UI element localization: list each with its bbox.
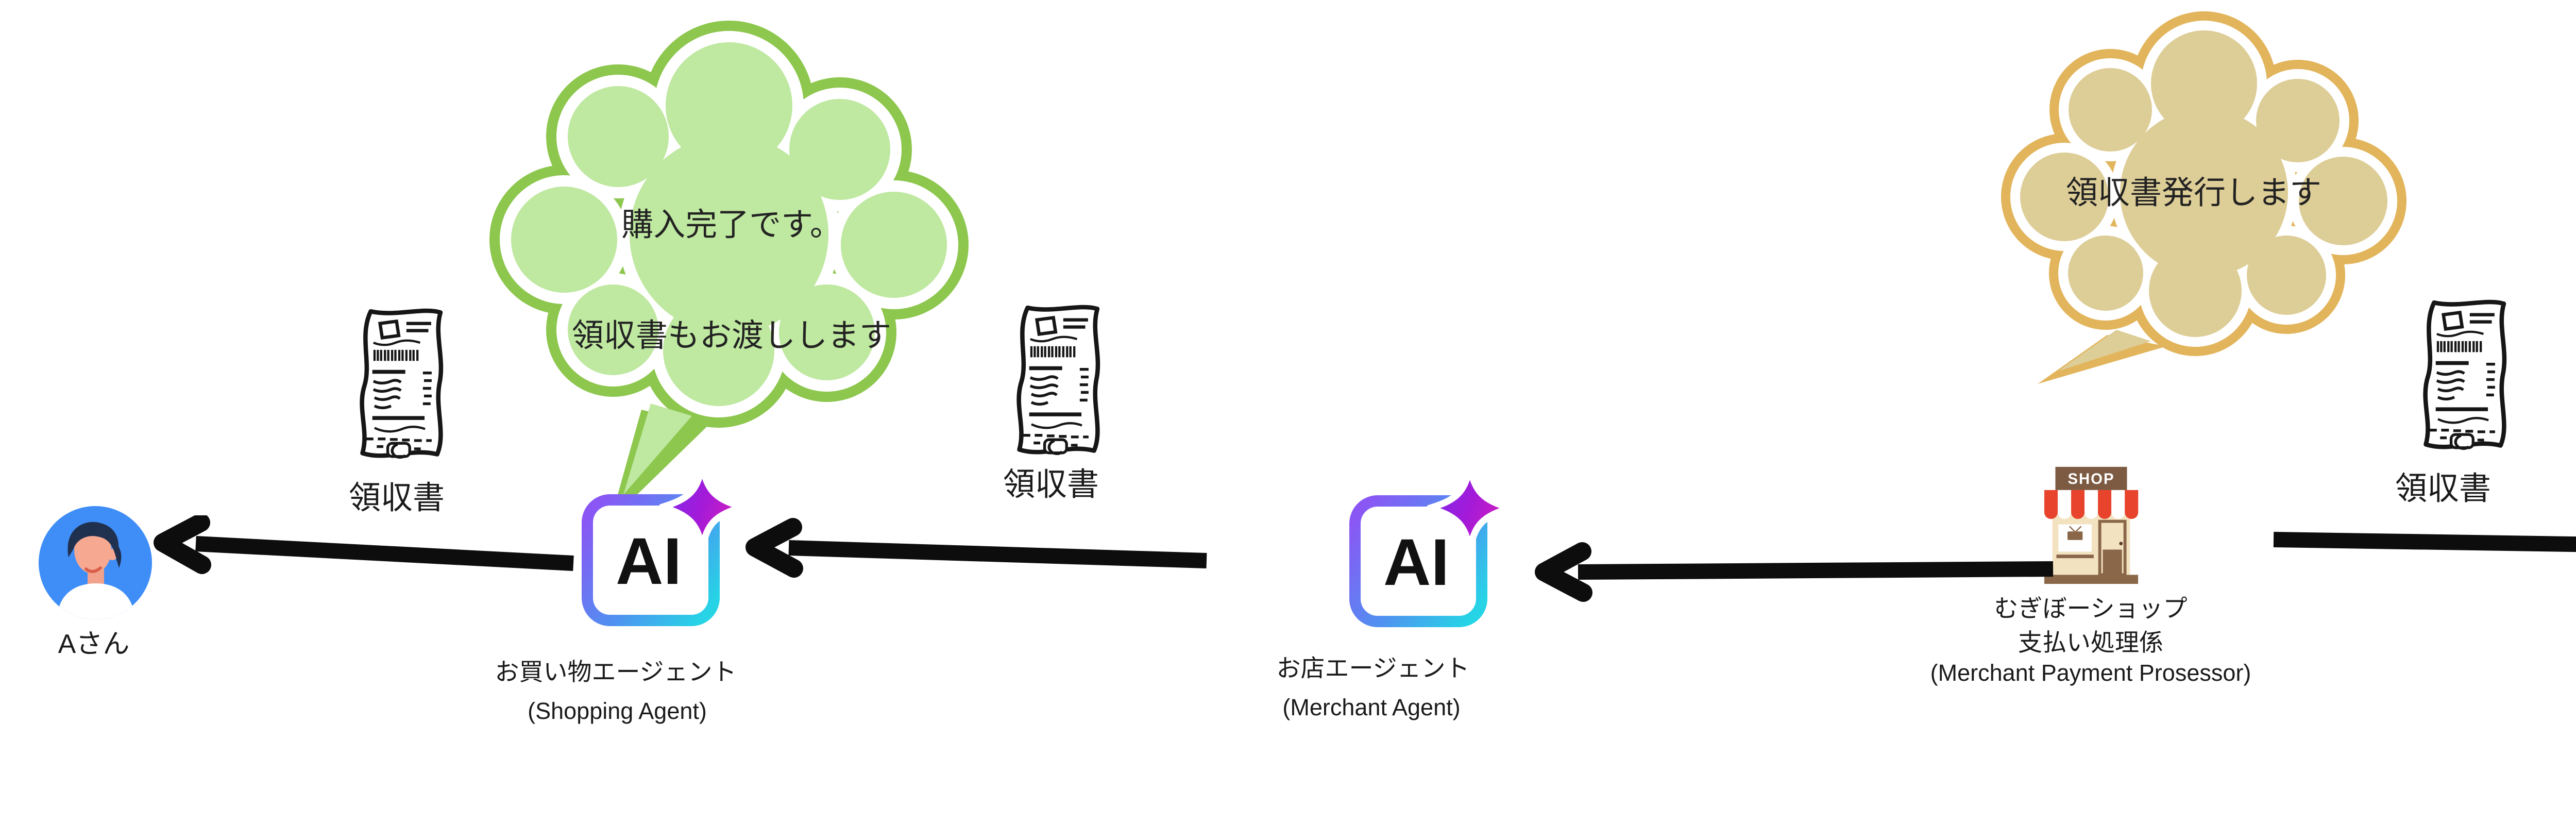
ai-icon-text: AI [616,525,682,598]
arrow-shopping-agent-to-user [154,515,574,574]
person-icon [39,506,152,619]
receipt-icon [997,298,1108,463]
arrow-payment-processor-to-merchant-agent [1535,542,2054,602]
cloud-bubble-tan-shape [2001,11,2406,384]
shopping-agent-label-en: (Shopping Agent) [528,698,707,724]
shop-icon: SHOP [2044,466,2139,584]
merchant-agent-label-en: (Merchant Agent) [1282,694,1461,720]
ai-icon-text: AI [1383,526,1449,599]
merchant-agent-label-ja: お店エージェント [1276,654,1470,682]
bubble-purchase-line2: 領収書もお渡しします [571,318,892,354]
cloud-bubble-green-shape [489,21,969,520]
shop-awning [2044,490,2139,519]
bubble-issue-receipt-text: 領収書発行します [2065,175,2322,211]
bubble-tail [611,410,708,520]
shop-base [2044,575,2139,584]
arrow-merchant-agent-to-shopping-agent [745,518,1207,578]
payment-processor-label-en: (Merchant Payment Prosessor) [1930,660,2251,686]
shop-sign [2055,466,2127,490]
arrow-payment-processor-to-wallet [2273,532,2576,552]
user-label: Aさん [58,629,130,659]
shop-sign-text: SHOP [2067,471,2114,488]
receipt-label: 領収書 [2395,471,2492,507]
receipt-label: 領収書 [348,480,445,516]
receipt-label: 領収書 [1003,467,1099,502]
user-avatar [39,506,152,619]
payment-processor-label-line2: 支払い処理係 [2018,629,2163,656]
merchant-agent-ai-icon: AI [1348,464,1518,629]
shop-window [2056,524,2094,559]
receipt-icon [340,301,451,466]
receipt-icon [2403,293,2514,458]
shopping-agent-label-ja: お買い物エージェント [495,658,737,685]
payment-processor-label-line1: むぎぼーショップ [1994,595,2188,622]
speech-bubble-purchase-complete [487,13,974,528]
speech-bubble-issue-receipt [1999,5,2411,397]
bubble-purchase-line1: 購入完了です。 [621,207,842,243]
bubble-tail [2038,335,2166,384]
shop-door [2098,519,2127,577]
shopping-agent-ai-icon: AI [580,463,750,628]
